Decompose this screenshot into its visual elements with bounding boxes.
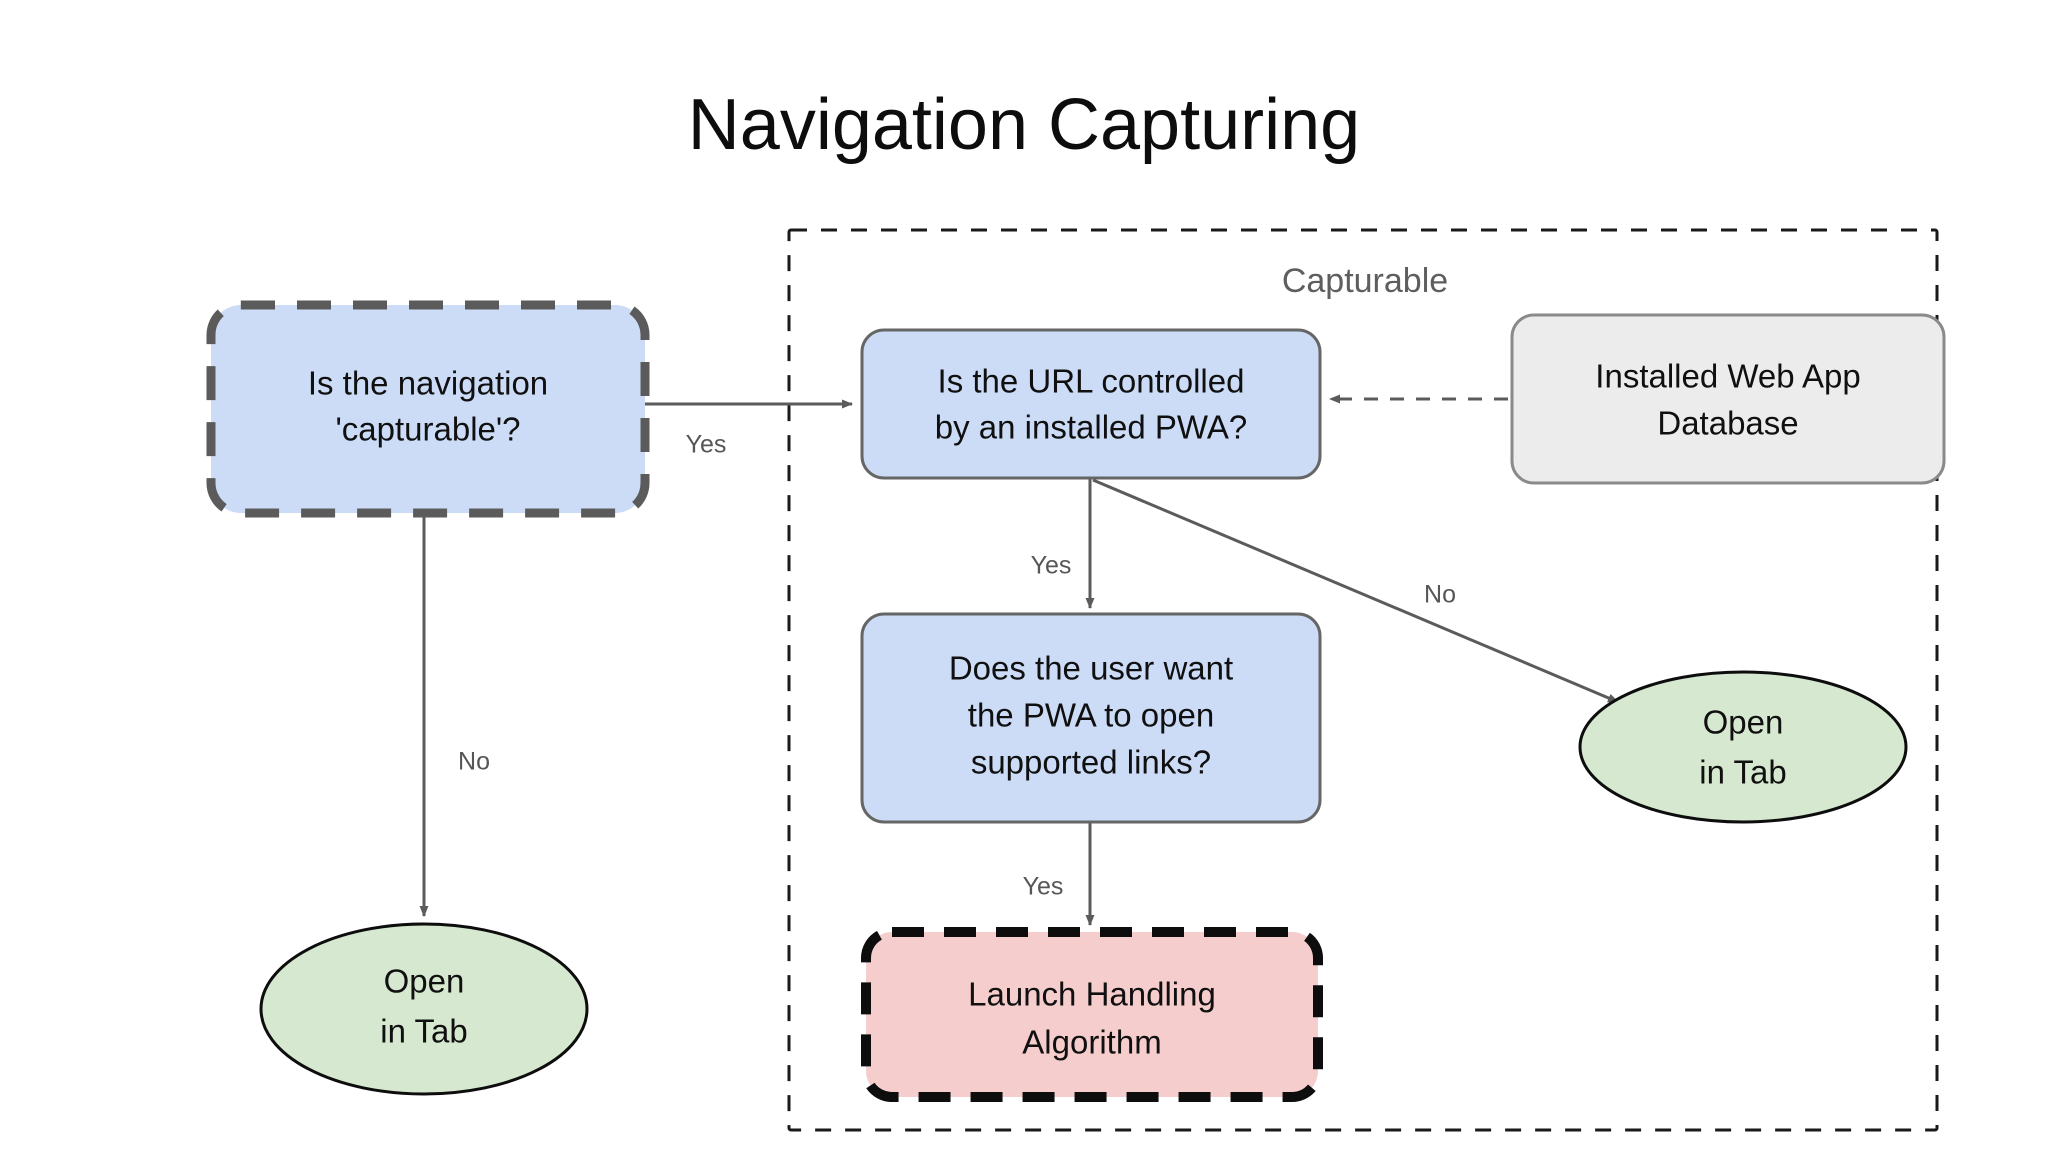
- page-title: Navigation Capturing: [688, 85, 1360, 165]
- node-open-in-tab-right[interactable]: Open in Tab: [1578, 670, 1908, 824]
- edge-capturable-yes-label: Yes: [686, 431, 727, 459]
- edge-capturable-yes: Yes: [645, 399, 853, 459]
- node-open-in-tab-left-line-2: in Tab: [380, 1013, 467, 1050]
- node-is-navigation-capturable-line-2: 'capturable'?: [335, 411, 520, 448]
- node-launch-handling-algorithm[interactable]: Launch Handling Algorithm: [861, 927, 1323, 1102]
- edge-capturable-no-label: No: [458, 748, 490, 776]
- node-open-in-tab-right-shape[interactable]: [1578, 670, 1908, 824]
- node-installed-web-app-database-line-2: Database: [1657, 405, 1798, 442]
- node-does-user-want-pwa-open-links-line-1: Does the user want: [949, 650, 1233, 687]
- node-does-user-want-pwa-open-links-line-3: supported links?: [971, 744, 1211, 781]
- edge-url-controlled-no-label: No: [1424, 581, 1456, 609]
- node-open-in-tab-right-line-2: in Tab: [1699, 754, 1786, 791]
- node-installed-web-app-database-line-1: Installed Web App: [1595, 358, 1860, 395]
- node-open-in-tab-right-line-1: Open: [1703, 704, 1784, 741]
- capturable-group-box: [787, 228, 1939, 1132]
- node-installed-web-app-database[interactable]: Installed Web App Database: [1510, 313, 1946, 485]
- node-is-navigation-capturable-shape[interactable]: [206, 300, 650, 518]
- capturable-group-label: Capturable: [1282, 262, 1448, 300]
- node-open-in-tab-left-shape[interactable]: [259, 922, 589, 1096]
- node-is-navigation-capturable[interactable]: Is the navigation 'capturable'?: [206, 300, 650, 518]
- edge-capturable-no: No: [419, 513, 490, 917]
- node-open-in-tab-left[interactable]: Open in Tab: [259, 922, 589, 1096]
- edge-user-want-yes-label: Yes: [1023, 873, 1064, 901]
- node-is-url-controlled-by-pwa-line-2: by an installed PWA?: [935, 409, 1247, 446]
- node-launch-handling-algorithm-line-2: Algorithm: [1022, 1024, 1161, 1061]
- node-is-url-controlled-by-pwa[interactable]: Is the URL controlled by an installed PW…: [860, 328, 1322, 480]
- node-is-url-controlled-by-pwa-shape[interactable]: [860, 328, 1322, 480]
- node-does-user-want-pwa-open-links-line-2: the PWA to open: [968, 697, 1214, 734]
- edge-url-controlled-yes-label: Yes: [1031, 552, 1072, 580]
- node-does-user-want-pwa-open-links[interactable]: Does the user want the PWA to open suppo…: [860, 612, 1322, 824]
- node-does-user-want-pwa-open-links-shape[interactable]: [860, 612, 1322, 824]
- edge-url-controlled-yes: Yes: [1031, 478, 1095, 609]
- group-capturable: Capturable: [787, 228, 1939, 1132]
- edge-url-controlled-no: No: [1092, 478, 1619, 704]
- node-is-url-controlled-by-pwa-line-1: Is the URL controlled: [938, 363, 1245, 400]
- node-launch-handling-algorithm-line-1: Launch Handling: [968, 976, 1216, 1013]
- node-is-navigation-capturable-line-1: Is the navigation: [308, 365, 548, 402]
- edge-user-want-yes: Yes: [1023, 822, 1095, 926]
- edge-url-controlled-no-line: [1092, 478, 1619, 704]
- node-installed-web-app-database-shape[interactable]: [1510, 313, 1946, 485]
- node-open-in-tab-left-line-1: Open: [384, 963, 465, 1000]
- node-launch-handling-algorithm-shape[interactable]: [861, 927, 1323, 1102]
